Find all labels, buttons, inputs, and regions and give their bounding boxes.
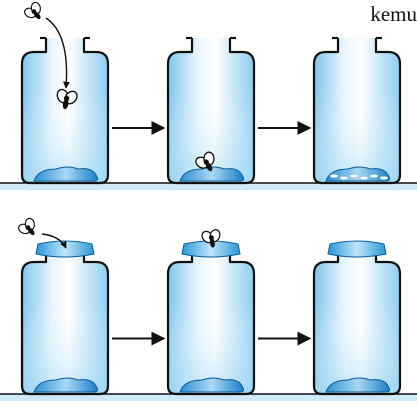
jar-1-meat <box>33 166 99 182</box>
jar-3 <box>312 36 402 185</box>
jar-5-outline <box>166 248 256 396</box>
flies-layer <box>18 1 221 249</box>
jar-4-meat <box>33 377 99 393</box>
fly-icon-on-meat <box>195 151 215 172</box>
jar-5-meat <box>179 377 245 393</box>
jar-5 <box>166 240 256 396</box>
shelf-1 <box>0 183 417 190</box>
jar-3-outline <box>312 38 402 185</box>
jar-2-meat <box>179 166 245 182</box>
jar-1 <box>20 36 110 185</box>
jar-4-cover <box>35 240 95 258</box>
jars-layer <box>20 36 402 396</box>
fly-path-arrow-1 <box>45 17 70 89</box>
fly-icon-approaching <box>18 217 35 236</box>
caption-text: kemu <box>370 2 417 26</box>
jar-5-cover <box>181 240 241 258</box>
arrows-layer <box>112 120 312 346</box>
jar-6-meat <box>325 377 391 393</box>
fly-icon-inside-jar <box>56 88 78 110</box>
jar-3-meat <box>325 166 391 182</box>
jar-6 <box>312 240 402 396</box>
jar-6-outline <box>312 248 402 396</box>
jar-4 <box>20 240 110 396</box>
shelf-2 <box>0 394 417 401</box>
jar-2-outline <box>166 38 256 185</box>
jar-6-cover <box>327 240 387 258</box>
jar-4-outline <box>20 248 110 396</box>
fly-icon-on-cover <box>201 229 221 248</box>
fly-icon-entering-top <box>24 1 41 20</box>
jar-1-outline <box>20 38 110 185</box>
fly-path-arrow-2 <box>41 233 67 249</box>
